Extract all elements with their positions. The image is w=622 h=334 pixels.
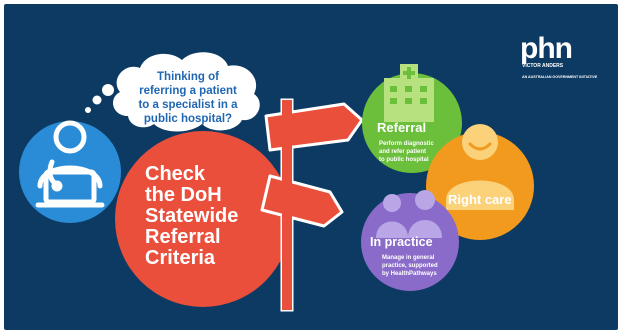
criteria-line-3: Statewide [145,205,238,227]
logo-region: VICTOR ANDERS [522,63,564,69]
doctor-laptop-icon [35,120,105,208]
in-practice-line-2: practice, supported [382,263,438,269]
thought-line-4: public hospital? [144,113,232,125]
in-practice-circle: In practice Manage in general practice, … [361,190,459,291]
thought-dots [85,84,114,113]
in-practice-circle-bg [361,193,459,291]
referral-line-2: and refer patient [379,149,426,155]
thought-line-2: referring a patient [139,85,237,97]
in-practice-line-1: Manage in general [382,255,435,261]
thought-line-3: to a specialist in a [138,99,238,111]
logo-tagline: AN AUSTRALIAN GOVERNMENT INITIATIVE [522,75,598,79]
phn-logo: phn VICTOR ANDERS AN AUSTRALIAN GOVERNME… [520,32,598,79]
couple-icon [376,190,442,238]
criteria-line-5: Criteria [145,247,216,269]
thought-bubble: Thinking of referring a patient to a spe… [113,52,260,132]
doctor-circle [19,120,121,223]
criteria-line-2: the DoH [145,184,222,206]
in-practice-line-3: by HealthPathways [382,271,437,277]
criteria-line-4: Referral [145,226,221,248]
thought-line-1: Thinking of [157,71,219,83]
criteria-circle: Check the DoH Statewide Referral Criteri… [115,131,291,307]
referral-title: Referral [377,120,426,135]
hospital-building-icon [384,64,434,122]
referral-line-1: Perform diagnostic [379,141,434,147]
logo-brand: phn [520,32,572,65]
in-practice-title: In practice [370,235,433,249]
signpost-icon [260,98,364,312]
referral-line-3: to public hospital [379,157,429,163]
right-care-title: Right care [448,192,512,207]
thought-bubble-shape [113,52,260,132]
criteria-circle-bg [115,131,291,307]
right-care-circle: Right care [426,124,534,240]
referral-circle: Referral Perform diagnostic and refer pa… [362,64,462,173]
happy-person-icon [446,124,514,210]
criteria-line-1: Check [145,163,206,185]
